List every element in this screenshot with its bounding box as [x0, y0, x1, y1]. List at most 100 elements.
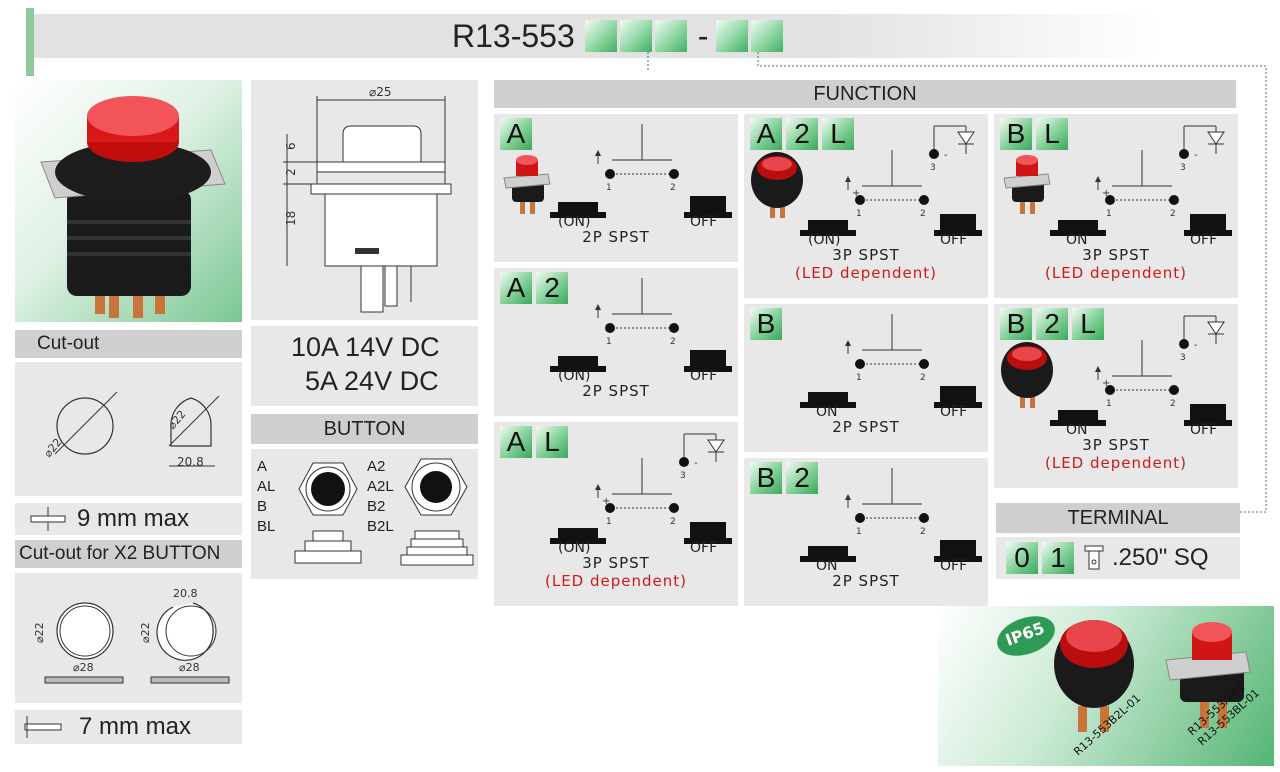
- button-code: A: [257, 458, 268, 475]
- pin-label-1: 1: [606, 183, 612, 193]
- pin-label-2: 2: [920, 209, 926, 219]
- button-code: A2: [367, 458, 386, 475]
- pin-label-1: 1: [856, 527, 862, 537]
- x2-outer-a: ⌀28: [73, 661, 94, 674]
- function-code-box: L: [1036, 118, 1068, 150]
- led-dependent-label: (LED dependent): [1044, 454, 1187, 472]
- button-code: B2L: [367, 518, 394, 535]
- minus-label: -: [1194, 150, 1198, 161]
- switch-type-label: 3P SPST: [1082, 436, 1150, 454]
- cutout-x2-drawing: ⌀22 ⌀28 ⌀22 20.8 ⌀28: [33, 587, 230, 684]
- plus-label: +: [852, 188, 860, 199]
- code-box-5: [751, 20, 784, 52]
- contact-2: [669, 503, 679, 513]
- led-dependent-label: (LED dependent): [544, 572, 687, 590]
- function-code: A: [500, 118, 536, 150]
- terminal-icon: [1084, 545, 1104, 570]
- contact-1: [605, 503, 615, 513]
- function-code-box: B: [1000, 118, 1032, 150]
- title-dash: -: [697, 17, 709, 54]
- thickness-x2-label: 7 mm max: [79, 713, 192, 740]
- contact-3: [679, 457, 689, 467]
- cutout-header: Cut-out: [15, 330, 242, 358]
- button-header: BUTTON: [251, 414, 478, 444]
- function-code-box: A: [500, 426, 532, 458]
- rating-line-2: 5A 24V DC: [305, 366, 439, 396]
- on-actuator: [1058, 220, 1098, 230]
- dim-h2: 2: [284, 168, 298, 176]
- switch-type-label: 3P SPST: [582, 554, 650, 572]
- minus-label: -: [694, 458, 698, 469]
- on-actuator: [808, 220, 848, 230]
- contact-1: [605, 323, 615, 333]
- on-state-label: ON: [816, 404, 838, 420]
- contact-1: [1105, 385, 1115, 395]
- button-code: B2: [367, 498, 386, 515]
- pin-label-2: 2: [1170, 209, 1176, 219]
- switch-photo: [751, 152, 803, 218]
- on-actuator: [808, 546, 848, 556]
- code-box-1: [584, 20, 617, 52]
- contact-2: [1169, 195, 1179, 205]
- switch-type-label: 2P SPST: [832, 418, 900, 436]
- function-code-box: A: [750, 118, 782, 150]
- model-number: R13-553: [452, 17, 575, 54]
- button-code: AL: [257, 478, 276, 495]
- pin-label-2: 2: [670, 183, 676, 193]
- off-state-label: OFF: [690, 214, 718, 230]
- pin-label-1: 1: [856, 373, 862, 383]
- contact-2: [919, 359, 929, 369]
- pin-label-3: 3: [680, 471, 686, 481]
- code-box-2: [619, 20, 652, 52]
- function-header: FUNCTION: [494, 80, 1236, 108]
- title-accent: [26, 8, 34, 76]
- contact-3: [1179, 339, 1189, 349]
- product-pair-image: IP65 R13-553B2L-01 R13-553A-01 R13-553BL…: [997, 616, 1262, 758]
- pin-label-1: 1: [1106, 399, 1112, 409]
- contact-1: [1105, 195, 1115, 205]
- function-code-box: L: [536, 426, 568, 458]
- cutout-x2-header: Cut-out for X2 BUTTON: [15, 540, 242, 568]
- pin-label-3: 3: [1180, 353, 1186, 363]
- switch-type-label: 2P SPST: [582, 382, 650, 400]
- cutout-width-label: 20.8: [177, 455, 204, 469]
- off-actuator: [940, 540, 976, 556]
- pin-label-3: 3: [930, 163, 936, 173]
- on-state-label: (ON): [558, 214, 591, 230]
- code-box-3: [654, 20, 687, 52]
- button-panel: A AL B BL A2 A2L B2 B2L: [251, 449, 478, 579]
- thickness-x2-icon: [24, 716, 62, 738]
- pin-label-2: 2: [670, 337, 676, 347]
- off-actuator: [690, 522, 726, 538]
- x2-outer-b: ⌀28: [179, 661, 200, 674]
- function-code-box: B: [750, 308, 782, 340]
- button-code: A2L: [367, 478, 394, 495]
- on-state-label: ON: [816, 558, 838, 574]
- on-actuator: [1058, 410, 1098, 420]
- function-code-box: A: [500, 272, 532, 304]
- pin-label-2: 2: [920, 373, 926, 383]
- on-state-label: (ON): [558, 540, 591, 556]
- off-state-label: OFF: [940, 232, 968, 248]
- contact-1: [855, 195, 865, 205]
- plus-label: +: [1102, 378, 1110, 389]
- off-actuator: [1190, 404, 1226, 420]
- dimension-panel: ⌀25 6 2 18: [251, 80, 478, 320]
- function-cell-a: A 1 2 (ON) OFF 2P SPST: [494, 114, 738, 262]
- pin-label-1: 1: [856, 209, 862, 219]
- contact-1: [855, 513, 865, 523]
- contact-2: [919, 195, 929, 205]
- contact-3: [929, 149, 939, 159]
- button-code: B: [257, 498, 268, 515]
- switch-type-label: 2P SPST: [582, 228, 650, 246]
- function-code-box: 2: [786, 118, 818, 150]
